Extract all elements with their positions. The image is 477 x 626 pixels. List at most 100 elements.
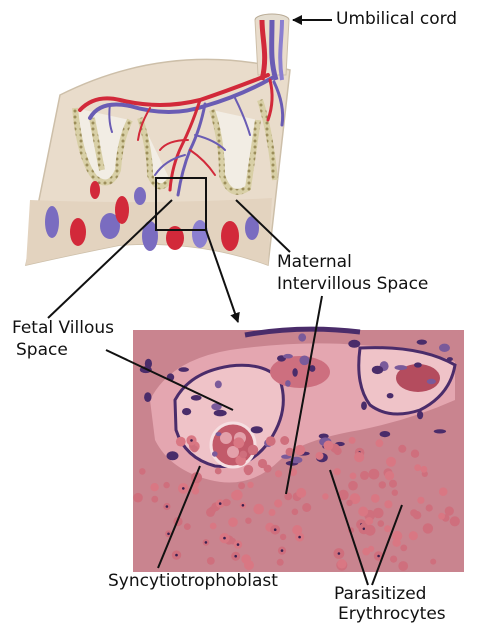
parasite-dot [205,541,208,544]
parasite-dot [237,543,240,546]
parasite-dot [223,537,226,540]
erythrocyte [398,445,406,453]
erythrocyte [362,548,370,556]
erythrocyte [176,437,186,447]
erythrocyte [371,494,380,503]
erythrocyte [438,513,445,520]
cell-nucleus [348,340,360,348]
erythrocyte [215,468,222,475]
parasite-dot [377,555,380,558]
erythrocyte [417,497,424,504]
erythrocyte [360,471,369,480]
parasitized-label-line2: Erythrocytes [338,604,446,625]
cell-nucleus [178,367,189,372]
erythrocyte [322,493,328,499]
erythrocyte [369,469,380,480]
erythrocyte [384,500,392,508]
parasite-dot [167,533,170,536]
erythrocyte [206,508,215,517]
erythrocyte [302,503,311,512]
erythrocyte [207,557,215,565]
parasite-dot [190,439,193,442]
cell-nucleus [387,393,394,398]
erythrocyte [373,508,384,519]
erythrocyte [233,437,244,448]
maternal-label-line2: Intervillous Space [277,274,428,295]
umbilical-cord-icon [255,14,289,80]
erythrocyte [139,468,146,475]
cell-nucleus [251,426,263,433]
erythrocyte [245,518,251,524]
placenta-illustration [26,14,290,265]
erythrocyte [210,523,217,530]
erythrocyte [228,517,238,527]
erythrocyte [245,468,252,475]
erythrocyte [248,445,258,455]
cell-nucleus [212,451,218,456]
parasitized-label-line1: Parasitized [334,584,426,605]
cell-nucleus [298,333,306,341]
cell-nucleus [285,380,291,387]
erythrocyte [253,504,264,515]
erythrocyte [392,539,400,547]
cell-nucleus [439,344,450,352]
erythrocyte [280,534,286,540]
cell-nucleus [167,451,179,460]
parasite-dot [338,552,341,555]
erythrocyte [439,487,448,496]
parasite-dot [175,554,178,557]
erythrocyte [385,471,394,480]
fetal-label-line1: Fetal Villous [12,318,114,339]
erythrocyte [296,488,306,498]
erythrocyte [376,439,384,447]
parasite-dot [166,505,169,508]
erythrocyte [390,556,397,563]
erythrocyte [411,450,419,458]
erythrocyte [430,559,436,565]
erythrocyte [280,436,289,445]
erythrocyte [414,464,421,471]
erythrocyte [275,470,282,477]
syncytiotrophoblast-label: Syncytiotrophoblast [108,571,278,592]
cell-nucleus [299,356,309,366]
umbilical-cord-label: Umbilical cord [336,9,457,30]
cell-nucleus [380,431,391,437]
cell-nucleus [191,395,202,401]
parasite-dot [281,549,284,552]
erythrocyte [384,525,391,532]
erythrocyte [421,466,428,473]
parasite-dot [274,528,277,531]
cell-nucleus [434,429,446,433]
erythrocyte [269,509,276,516]
cell-nucleus [417,340,427,345]
erythrocyte [410,509,417,516]
erythrocyte [389,480,397,488]
parasite-dot [242,504,245,507]
cell-nucleus [215,381,222,389]
erythrocyte [151,496,158,503]
erythrocyte [334,468,341,475]
parasite-dot [298,536,301,539]
erythrocyte [192,487,199,494]
erythrocyte [323,441,333,451]
erythrocyte [350,473,357,480]
erythrocyte [316,452,324,460]
erythrocyte [409,531,418,540]
histology-micrograph [133,329,464,572]
erythrocyte [295,445,305,455]
cell-nucleus [427,379,436,384]
erythrocyte [240,451,248,459]
maternal-label-line1: Maternal [277,252,352,273]
erythrocyte [365,525,376,536]
erythrocyte [392,490,398,496]
cell-nucleus [417,411,423,420]
erythrocyte [358,507,368,517]
erythrocyte [349,437,356,444]
erythrocyte [379,481,386,488]
erythrocyte [346,500,352,506]
erythrocyte [337,559,346,568]
erythrocyte [232,490,243,501]
erythrocyte [292,509,299,516]
cell-nucleus [361,401,367,410]
